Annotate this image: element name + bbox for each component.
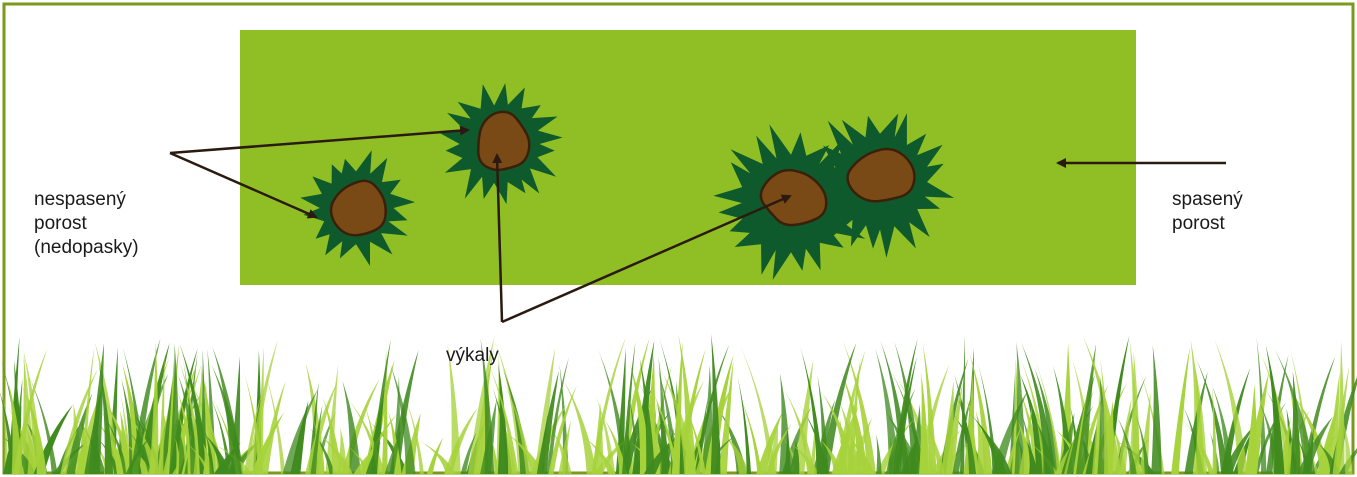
grass-blade [941,381,954,474]
grass-blade [876,434,882,474]
grass-blade [1171,347,1190,474]
grass-blade [371,339,391,474]
label-grazed-growth: spasený porost [1172,188,1243,236]
label-grazed-line-2: porost [1172,212,1243,236]
label-ungrazed-line-1: nespasený [34,188,139,212]
grass-blade [564,380,597,474]
grazed-field [240,30,1136,285]
label-ungrazed-line-3: (nedopasky) [34,236,139,260]
label-grazed-line-1: spasený [1172,188,1243,212]
grass-border [0,334,1357,474]
label-ungrazed-line-2: porost [34,212,139,236]
grass-blade [711,334,721,474]
label-feces: výkaly [446,344,499,368]
label-ungrazed-growth: nespasený porost (nedopasky) [34,188,139,260]
grass-blade [1151,345,1162,474]
